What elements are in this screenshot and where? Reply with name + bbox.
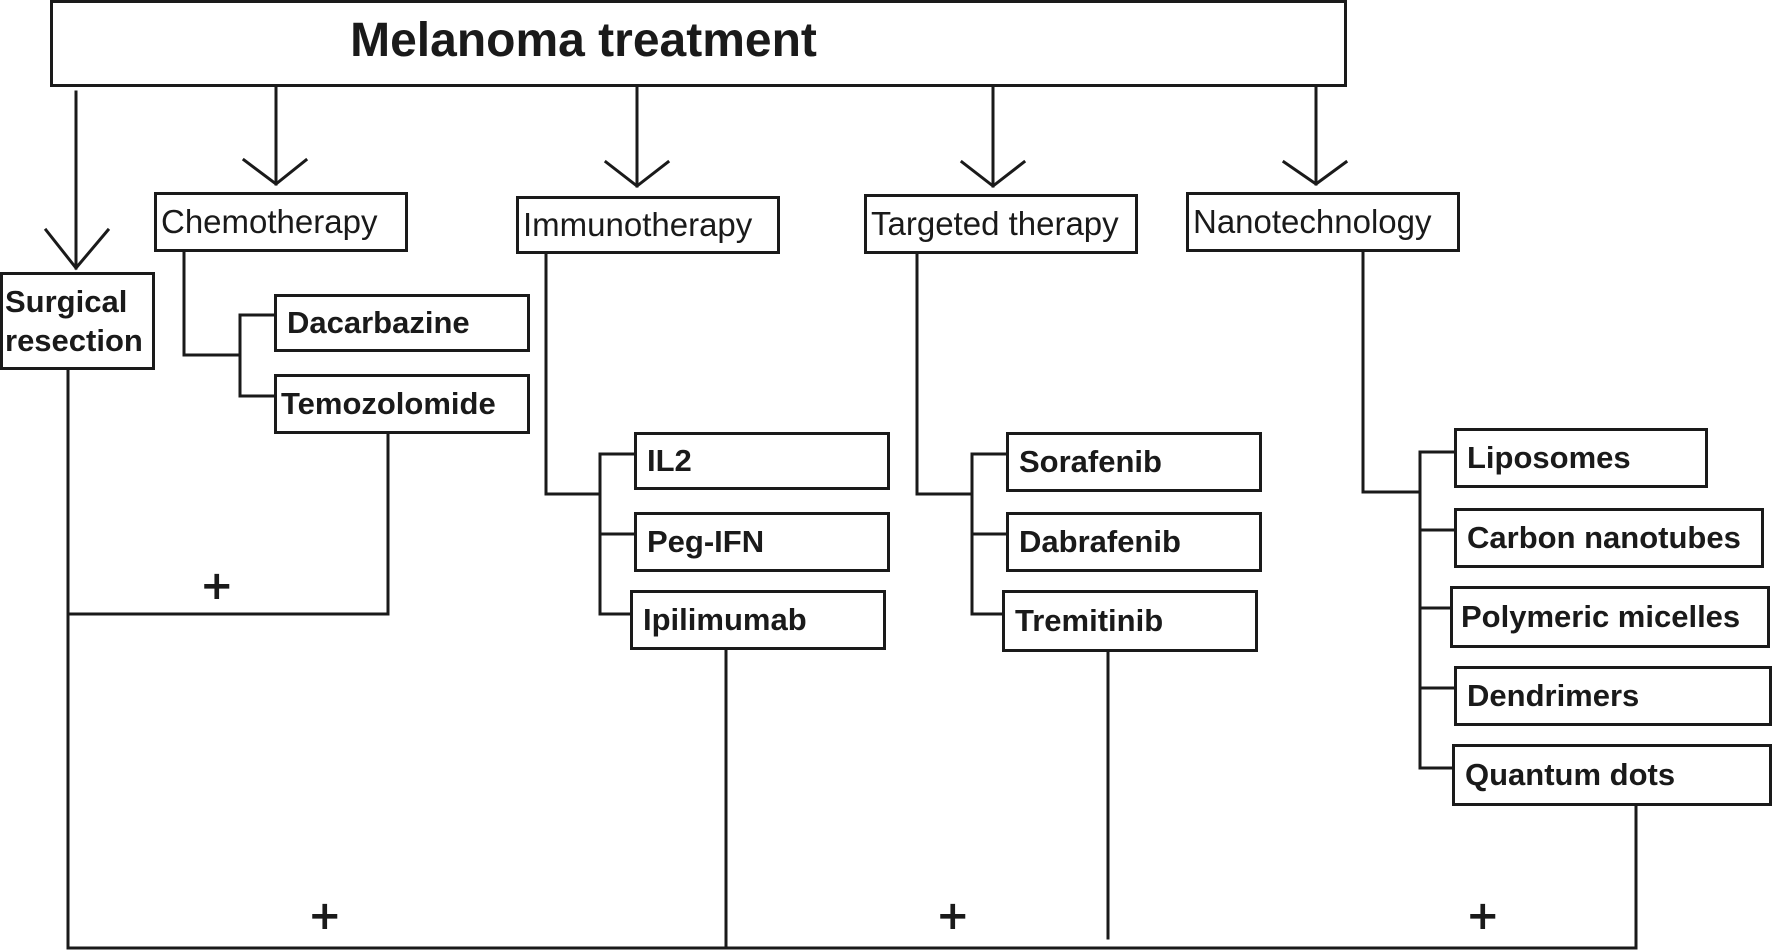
- nanotechnology-label: Nanotechnology: [1193, 203, 1432, 240]
- chemotherapy-label: Chemotherapy: [161, 203, 378, 240]
- nano-item-box: Carbon nanotubes: [1454, 508, 1764, 568]
- plus-sign: +: [308, 893, 342, 939]
- targeted-drug-box: Sorafenib: [1006, 432, 1262, 492]
- nano-item-label: Dendrimers: [1467, 678, 1640, 713]
- plus-sign: +: [200, 563, 234, 609]
- targeted-therapy-box: Targeted therapy: [864, 194, 1138, 254]
- nano-tree-stem: [1361, 248, 1422, 494]
- targeted-drug-label: Sorafenib: [1019, 444, 1162, 479]
- nano-item-label: Liposomes: [1467, 440, 1631, 475]
- immuno-drug-box: Ipilimumab: [630, 590, 886, 650]
- arrow-to-immunotherapy: [603, 85, 671, 188]
- immunotherapy-box: Immunotherapy: [516, 196, 780, 254]
- arrow-to-targeted: [959, 85, 1027, 188]
- surgery-box: Surgical resection: [0, 272, 155, 370]
- immuno-tree-stem: [544, 250, 602, 496]
- chemo-tree-stem: [182, 248, 242, 357]
- arrow-to-chemotherapy: [241, 85, 309, 186]
- targeted-drug-box: Tremitinib: [1002, 590, 1258, 652]
- nano-item-label: Carbon nanotubes: [1467, 520, 1741, 555]
- diagram-title: Melanoma treatment: [350, 14, 817, 67]
- nano-item-box: Dendrimers: [1454, 666, 1772, 726]
- nanotechnology-box: Nanotechnology: [1186, 192, 1460, 252]
- immuno-drug-label: Ipilimumab: [643, 602, 807, 637]
- targeted-drug-label: Dabrafenib: [1019, 524, 1181, 559]
- immuno-drug-label: Peg-IFN: [647, 524, 765, 559]
- immunotherapy-label: Immunotherapy: [523, 206, 753, 243]
- chemotherapy-box: Chemotherapy: [154, 192, 408, 252]
- targeted-drug-label: Tremitinib: [1015, 603, 1164, 638]
- targeted-therapy-label: Targeted therapy: [871, 205, 1119, 242]
- surgery-chemo-combo-line: [66, 368, 390, 616]
- immuno-drug-box: IL2: [634, 432, 890, 490]
- plus-sign: +: [1466, 893, 1500, 939]
- title-box: Melanoma treatment: [50, 0, 1347, 87]
- targeted-drug-box: Dabrafenib: [1006, 512, 1262, 572]
- chemo-drug-label: Dacarbazine: [287, 305, 470, 340]
- nano-item-box: Polymeric micelles: [1450, 586, 1770, 648]
- nano-item-box: Liposomes: [1454, 428, 1708, 488]
- nano-item-box: Quantum dots: [1452, 744, 1772, 806]
- plus-sign: +: [936, 893, 970, 939]
- chemo-drug-box: Temozolomide: [274, 374, 530, 434]
- arrow-to-surgery: [43, 90, 111, 271]
- targeted-tree-stem: [915, 250, 974, 496]
- nano-item-label: Quantum dots: [1465, 757, 1676, 792]
- chemo-drug-box: Dacarbazine: [274, 294, 530, 352]
- immuno-drug-label: IL2: [647, 443, 692, 478]
- bottom-combo-line: [66, 612, 1638, 950]
- immuno-drug-box: Peg-IFN: [634, 512, 890, 572]
- arrow-to-nanotechnology: [1281, 85, 1349, 186]
- chemo-drug-label: Temozolomide: [281, 386, 496, 421]
- nano-item-label: Polymeric micelles: [1461, 599, 1741, 634]
- surgery-label: Surgical resection: [5, 284, 143, 358]
